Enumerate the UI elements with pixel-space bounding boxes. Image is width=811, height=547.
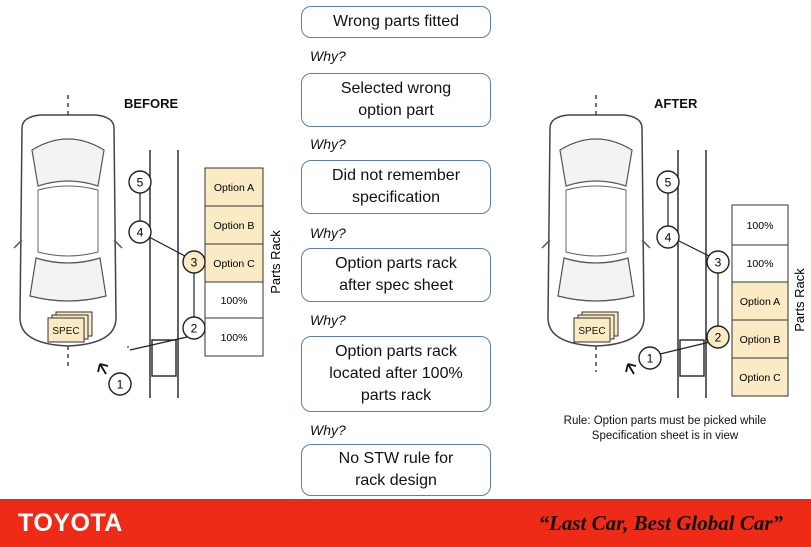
why-label-1: Why? bbox=[310, 48, 346, 64]
spec-sheet-icon bbox=[573, 311, 619, 343]
rack-cell: 100% bbox=[747, 220, 774, 232]
slogan: “Last Car, Best Global Car” bbox=[538, 511, 783, 535]
before-title: BEFORE bbox=[124, 96, 179, 111]
spec-label: SPEC bbox=[578, 326, 605, 337]
rack-cell: 100% bbox=[747, 258, 774, 270]
chain-box-2: Selected wrong option part bbox=[301, 73, 491, 127]
chain-box-4: Option parts rack after spec sheet bbox=[301, 248, 491, 302]
chain-box-6: No STW rule for rack design bbox=[301, 444, 491, 496]
marker-5: 5 bbox=[665, 176, 672, 190]
marker-4: 4 bbox=[137, 226, 144, 240]
rack-cell: Option B bbox=[214, 220, 255, 232]
marker-1: 1 bbox=[117, 378, 124, 392]
why-label-2: Why? bbox=[310, 136, 346, 152]
rack-cell: 100% bbox=[221, 295, 248, 307]
marker-5: 5 bbox=[137, 176, 144, 190]
rack-cell: Option A bbox=[214, 182, 254, 194]
footer-bar: TOYOTA “Last Car, Best Global Car” bbox=[0, 499, 811, 547]
marker-4: 4 bbox=[665, 231, 672, 245]
marker-3: 3 bbox=[191, 256, 198, 270]
rack-cell: Option C bbox=[739, 372, 781, 384]
marker-2: 2 bbox=[715, 331, 722, 345]
rack-cell: Option A bbox=[740, 296, 780, 308]
after-diagram: SPEC 100% 100% Option A Option B Option … bbox=[541, 95, 807, 398]
car-icon bbox=[541, 114, 651, 347]
after-title: AFTER bbox=[654, 96, 698, 111]
marker-3: 3 bbox=[715, 256, 722, 270]
car-icon bbox=[13, 114, 123, 347]
marker-2: 2 bbox=[191, 322, 198, 336]
spec-sheet-icon bbox=[47, 311, 93, 343]
rack-title: Parts Rack bbox=[268, 230, 283, 294]
before-diagram: SPEC Option A Option B Option C 100% 100… bbox=[13, 95, 283, 398]
chain-box-5: Option parts rack located after 100% par… bbox=[301, 336, 491, 412]
why-label-5: Why? bbox=[310, 422, 346, 438]
parts-rack-after bbox=[731, 204, 789, 397]
spec-label: SPEC bbox=[52, 326, 79, 337]
parts-rack-before bbox=[204, 167, 264, 357]
why-label-4: Why? bbox=[310, 312, 346, 328]
brand-logo: TOYOTA bbox=[18, 509, 123, 537]
rack-cell: 100% bbox=[221, 332, 248, 344]
rack-cell: Option B bbox=[740, 334, 781, 346]
chain-box-3: Did not remember specification bbox=[301, 160, 491, 214]
rack-cell: Option C bbox=[213, 258, 255, 270]
chain-box-1: Wrong parts fitted bbox=[301, 6, 491, 38]
why-label-3: Why? bbox=[310, 225, 346, 241]
marker-1: 1 bbox=[647, 352, 654, 366]
rack-title: Parts Rack bbox=[792, 268, 807, 332]
rule-text: Rule: Option parts must be picked while … bbox=[563, 415, 767, 442]
